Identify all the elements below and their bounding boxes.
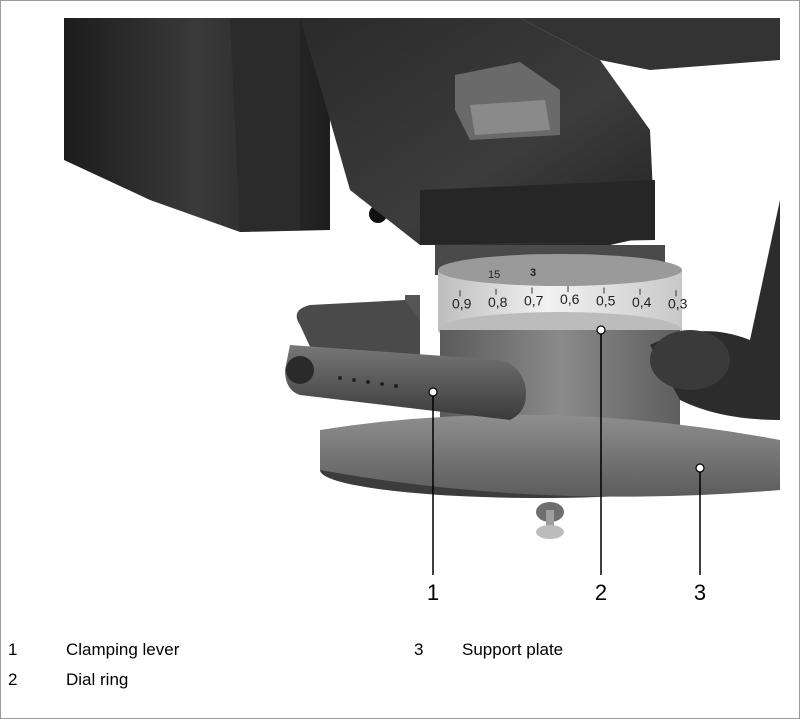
legend-number: 3 (414, 640, 424, 659)
callout-3: 3 (694, 463, 706, 605)
legend-number: 1 (8, 640, 18, 659)
technical-illustration: 0,9 0,8 0,7 0,6 0,5 0,4 0,3 15 3 1 2 (64, 18, 780, 605)
callout-number-1: 1 (427, 580, 439, 605)
legend-label: Clamping lever (66, 640, 180, 659)
legend-number: 2 (8, 670, 18, 689)
callout-1: 1 (427, 387, 439, 605)
dial-scale-label: 0,4 (632, 294, 652, 310)
support-plate-graphic (320, 414, 780, 539)
legend-label: Support plate (462, 640, 564, 659)
side-handle (650, 200, 780, 420)
dial-scale-label: 0,8 (488, 294, 508, 310)
callout-2: 2 (595, 325, 607, 605)
callout-number-2: 2 (595, 580, 607, 605)
figure-legend: 1 Clamping lever 2 Dial ring 3 Support p… (0, 640, 800, 719)
dial-scale-label: 0,5 (596, 292, 616, 308)
clamping-lever-graphic (285, 295, 526, 420)
dial-scale: 0,9 0,8 0,7 0,6 0,5 0,4 0,3 15 3 (452, 267, 688, 311)
dial-scale-label: 0,7 (524, 292, 544, 308)
dial-top-mark: 15 (488, 269, 500, 281)
dial-top-mark: 3 (530, 267, 536, 279)
callout-number-3: 3 (694, 580, 706, 605)
dial-scale-label: 0,3 (668, 295, 688, 311)
legend-label: Dial ring (66, 670, 129, 689)
gear-head (300, 18, 780, 245)
dial-scale-label: 0,6 (560, 291, 580, 307)
dial-scale-label: 0,9 (452, 295, 472, 311)
